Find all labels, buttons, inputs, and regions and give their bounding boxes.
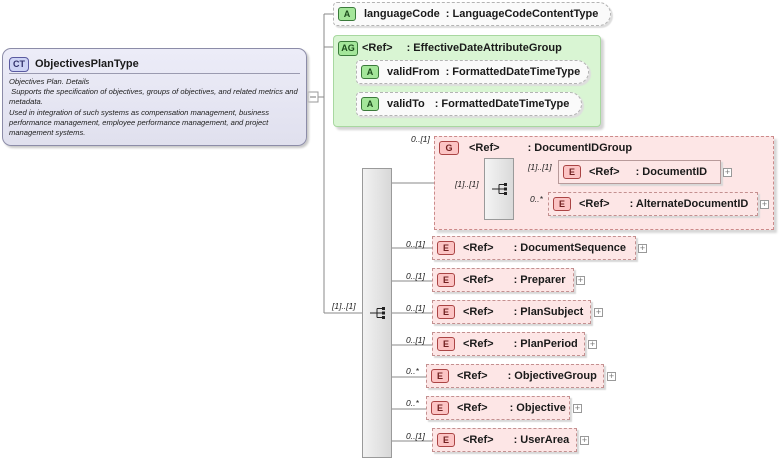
attribute-badge: A [361, 97, 379, 111]
element-UserArea[interactable]: E <Ref> : UserArea [432, 428, 577, 452]
attribute-group-badge: AG [338, 40, 358, 56]
expand-plus-icon[interactable]: + [638, 243, 647, 253]
group-cardinality: 0..[1] [411, 134, 430, 144]
element-badge: E [437, 273, 455, 287]
element-badge: E [437, 337, 455, 351]
complex-type-documentation: Objectives Plan. Details Supports the sp… [9, 77, 300, 138]
ref-label: <Ref> [463, 274, 494, 286]
element-PlanPeriod[interactable]: E <Ref> : PlanPeriod [432, 332, 585, 356]
element-name: : ObjectiveGroup [507, 370, 597, 382]
attribute-languageCode[interactable]: A languageCode : LanguageCodeContentType [333, 2, 611, 26]
element-cardinality: 0..* [406, 398, 419, 408]
attribute-type: : FormattedDateTimeType [445, 66, 581, 78]
outer-sequence-cardinality: [1]..[1] [332, 301, 356, 311]
ref-label: <Ref> [463, 306, 494, 318]
inner-sequence-cardinality: [1]..[1] [455, 179, 479, 189]
expand-plus-icon[interactable]: + [723, 167, 732, 177]
attribute-type: : LanguageCodeContentType [445, 8, 599, 20]
complex-type-divider [9, 73, 300, 74]
attribute-group-name: : EffectiveDateAttributeGroup [406, 42, 562, 54]
element-DocumentSequence[interactable]: E <Ref> : DocumentSequence [432, 236, 636, 260]
complex-type-box[interactable]: CT ObjectivesPlanType Objectives Plan. D… [2, 48, 307, 146]
ref-label: <Ref> [579, 198, 610, 210]
attribute-type: : FormattedDateTimeType [434, 98, 570, 110]
connector-minus-icon[interactable] [308, 92, 318, 102]
element-name: : DocumentSequence [513, 242, 627, 254]
element-cardinality: 0..* [406, 366, 419, 376]
doc-line: Objectives Plan. Details [9, 77, 90, 86]
element-name: : UserArea [513, 434, 570, 446]
complex-type-badge: CT [9, 56, 29, 72]
element-ObjectiveGroup[interactable]: E <Ref> : ObjectiveGroup [426, 364, 604, 388]
element-name: : Preparer [513, 274, 566, 286]
element-name: : DocumentID [635, 166, 708, 178]
element-Preparer[interactable]: E <Ref> : Preparer [432, 268, 574, 292]
doc-line: Used in integration of such systems as c… [9, 107, 270, 138]
element-name: : AlternateDocumentID [629, 198, 749, 210]
ref-label: <Ref> [469, 142, 500, 154]
group-name: : DocumentIDGroup [527, 142, 633, 154]
group-badge: G [439, 141, 459, 155]
attribute-name: validTo [387, 98, 425, 110]
element-cardinality: [1]..[1] [528, 162, 552, 172]
element-badge: E [563, 165, 581, 179]
complex-type-name: ObjectivesPlanType [35, 58, 139, 70]
expand-plus-icon[interactable]: + [580, 435, 589, 445]
element-badge: E [437, 241, 455, 255]
attribute-name: validFrom [387, 66, 440, 78]
element-cardinality: 0..[1] [406, 239, 425, 249]
element-name: : PlanPeriod [513, 338, 578, 350]
attribute-validTo[interactable]: A validTo : FormattedDateTimeType [356, 92, 582, 116]
attribute-name: languageCode [364, 8, 440, 20]
ref-label: <Ref> [463, 242, 494, 254]
ref-label: <Ref> [589, 166, 620, 178]
element-badge: E [431, 369, 449, 383]
expand-plus-icon[interactable]: + [594, 307, 603, 317]
element-badge: E [553, 197, 571, 211]
ref-label: <Ref> [362, 42, 393, 54]
sequence-compositor-icon [370, 307, 385, 319]
element-PlanSubject[interactable]: E <Ref> : PlanSubject [432, 300, 591, 324]
element-cardinality: 0..[1] [406, 335, 425, 345]
element-Objective[interactable]: E <Ref> : Objective [426, 396, 570, 420]
attribute-validFrom[interactable]: A validFrom : FormattedDateTimeType [356, 60, 589, 84]
element-cardinality: 0..[1] [406, 271, 425, 281]
ref-label: <Ref> [457, 370, 488, 382]
element-cardinality: 0..[1] [406, 431, 425, 441]
element-name: : Objective [509, 402, 566, 414]
element-cardinality: 0..[1] [406, 303, 425, 313]
element-cardinality: 0..* [530, 194, 543, 204]
expand-plus-icon[interactable]: + [576, 275, 585, 285]
expand-plus-icon[interactable]: + [607, 371, 616, 381]
element-DocumentID[interactable]: E <Ref> : DocumentID [558, 160, 721, 184]
ref-label: <Ref> [463, 434, 494, 446]
element-name: : PlanSubject [513, 306, 584, 318]
sequence-compositor-icon [492, 183, 507, 195]
expand-plus-icon[interactable]: + [760, 199, 769, 209]
doc-line: Supports the specification of objectives… [9, 87, 300, 107]
element-badge: E [437, 433, 455, 447]
expand-plus-icon[interactable]: + [573, 403, 582, 413]
element-badge: E [431, 401, 449, 415]
ref-label: <Ref> [463, 338, 494, 350]
attribute-badge: A [361, 65, 379, 79]
element-badge: E [437, 305, 455, 319]
attribute-badge: A [338, 7, 356, 21]
ref-label: <Ref> [457, 402, 488, 414]
expand-plus-icon[interactable]: + [588, 339, 597, 349]
element-AlternateDocumentID[interactable]: E <Ref> : AlternateDocumentID [548, 192, 758, 216]
